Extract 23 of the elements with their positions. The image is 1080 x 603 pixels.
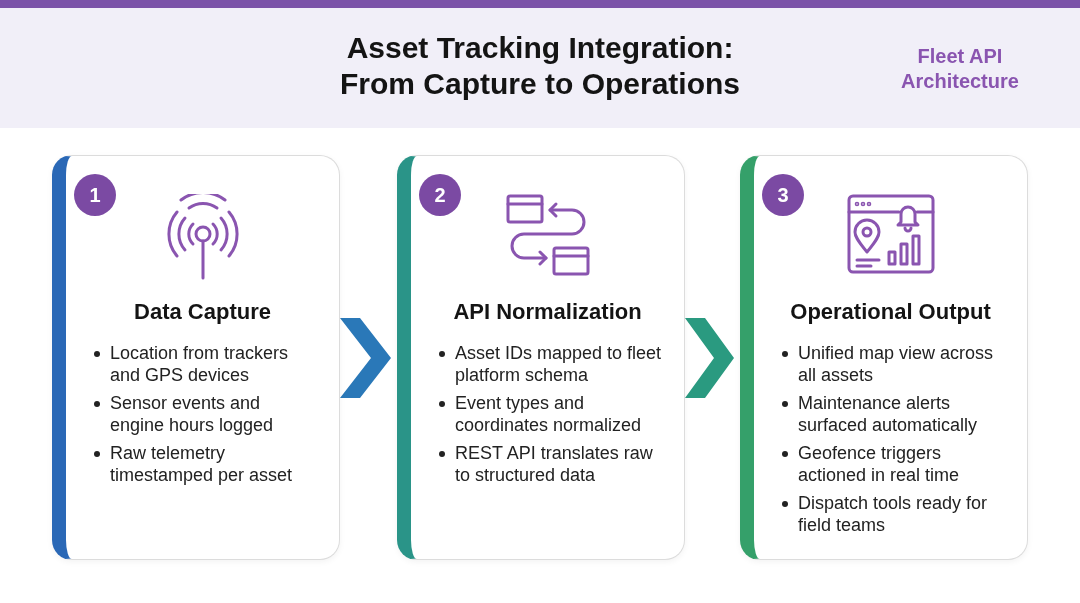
bullet-point: Sensor events and engine hours logged <box>92 392 317 436</box>
chevron-arrow <box>340 318 391 398</box>
step-card <box>52 155 340 560</box>
step-number: 3 <box>762 174 804 216</box>
step-card <box>740 155 1028 560</box>
bullet-point: Asset IDs mapped to fleet platform schema <box>437 342 662 386</box>
bullet-point: REST API translates raw to structured data <box>437 442 662 486</box>
bullet-point: Dispatch tools ready for field teams <box>780 492 1005 536</box>
step-number: 1 <box>74 174 116 216</box>
subtitle-label: Fleet API Architecture <box>900 44 1020 94</box>
bullet-point: Unified map view across all assets <box>780 342 1005 386</box>
step-heading: Operational Output <box>789 299 992 325</box>
title: Asset Tracking Integration: From Capture to Operations <box>338 30 741 102</box>
step-heading: API Normalization <box>452 299 643 325</box>
step-card <box>397 155 685 560</box>
step-number: 2 <box>419 174 461 216</box>
bullet-point: Maintenance alerts surfaced automatically <box>780 392 1005 436</box>
chevron-arrow <box>685 318 734 398</box>
step-heading: Data Capture <box>133 299 272 325</box>
bullet-point: Geofence triggers actioned in real time <box>780 442 1005 486</box>
bullet-point: Event types and coordinates normalized <box>437 392 662 436</box>
bullet-point: Location from trackers and GPS devices <box>92 342 317 386</box>
bullet-point: Raw telemetry timestamped per asset <box>92 442 317 486</box>
